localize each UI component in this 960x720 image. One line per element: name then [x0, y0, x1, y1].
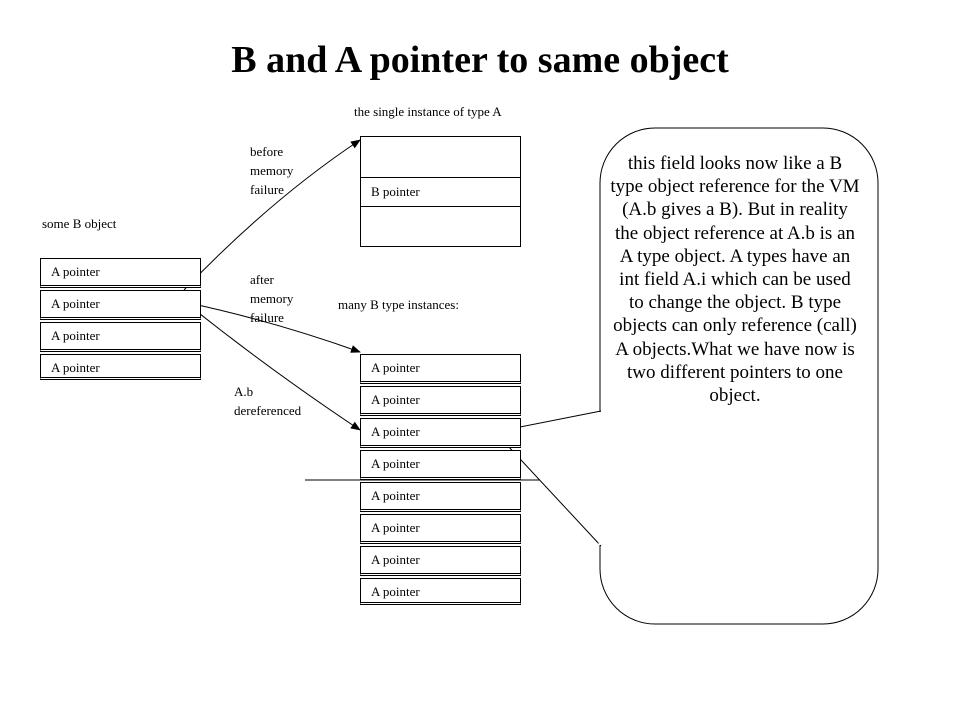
- before-failure-arrow: [183, 139, 361, 291]
- b-instance-field-3: A pointer: [360, 418, 521, 448]
- after-failure-label-1: after: [250, 272, 274, 287]
- after-failure-arrow: [183, 301, 361, 353]
- type-a-instance-box: B pointer: [360, 136, 521, 247]
- dereferenced-label-2: dereferenced: [234, 403, 302, 418]
- before-failure-label-3: failure: [250, 182, 284, 197]
- after-failure-label-2: memory: [250, 291, 294, 306]
- page-title: B and A pointer to same object: [231, 39, 729, 81]
- dereferenced-arrow: [189, 305, 361, 431]
- b-object-field-1: A pointer: [40, 258, 201, 288]
- b-instance-field-7: A pointer: [360, 546, 521, 576]
- b-instance-field-2: A pointer: [360, 386, 521, 416]
- dereferenced-label-1: A.b: [234, 384, 254, 399]
- callout-text: this field looks now like a B type objec…: [610, 153, 860, 407]
- b-object-field-2: A pointer: [40, 290, 201, 320]
- before-failure-label-2: memory: [250, 163, 294, 178]
- before-failure-label-1: before: [250, 144, 284, 159]
- b-pointer-field: B pointer: [361, 177, 520, 207]
- after-failure-label-3: failure: [250, 310, 284, 325]
- b-instance-field-1: A pointer: [360, 354, 521, 384]
- b-instance-field-8: A pointer: [360, 578, 521, 605]
- some-b-object-label: some B object: [42, 216, 117, 231]
- many-b-instances-label: many B type instances:: [338, 297, 459, 312]
- callout-bubble: [599, 127, 879, 625]
- b-pointer-label: B pointer: [371, 184, 420, 199]
- b-instance-field-5: A pointer: [360, 482, 521, 512]
- b-object-field-4: A pointer: [40, 354, 201, 380]
- b-instance-field-6: A pointer: [360, 514, 521, 544]
- b-instance-field-4: A pointer: [360, 450, 521, 480]
- single-instance-label: the single instance of type A: [354, 104, 502, 119]
- b-object-field-3: A pointer: [40, 322, 201, 352]
